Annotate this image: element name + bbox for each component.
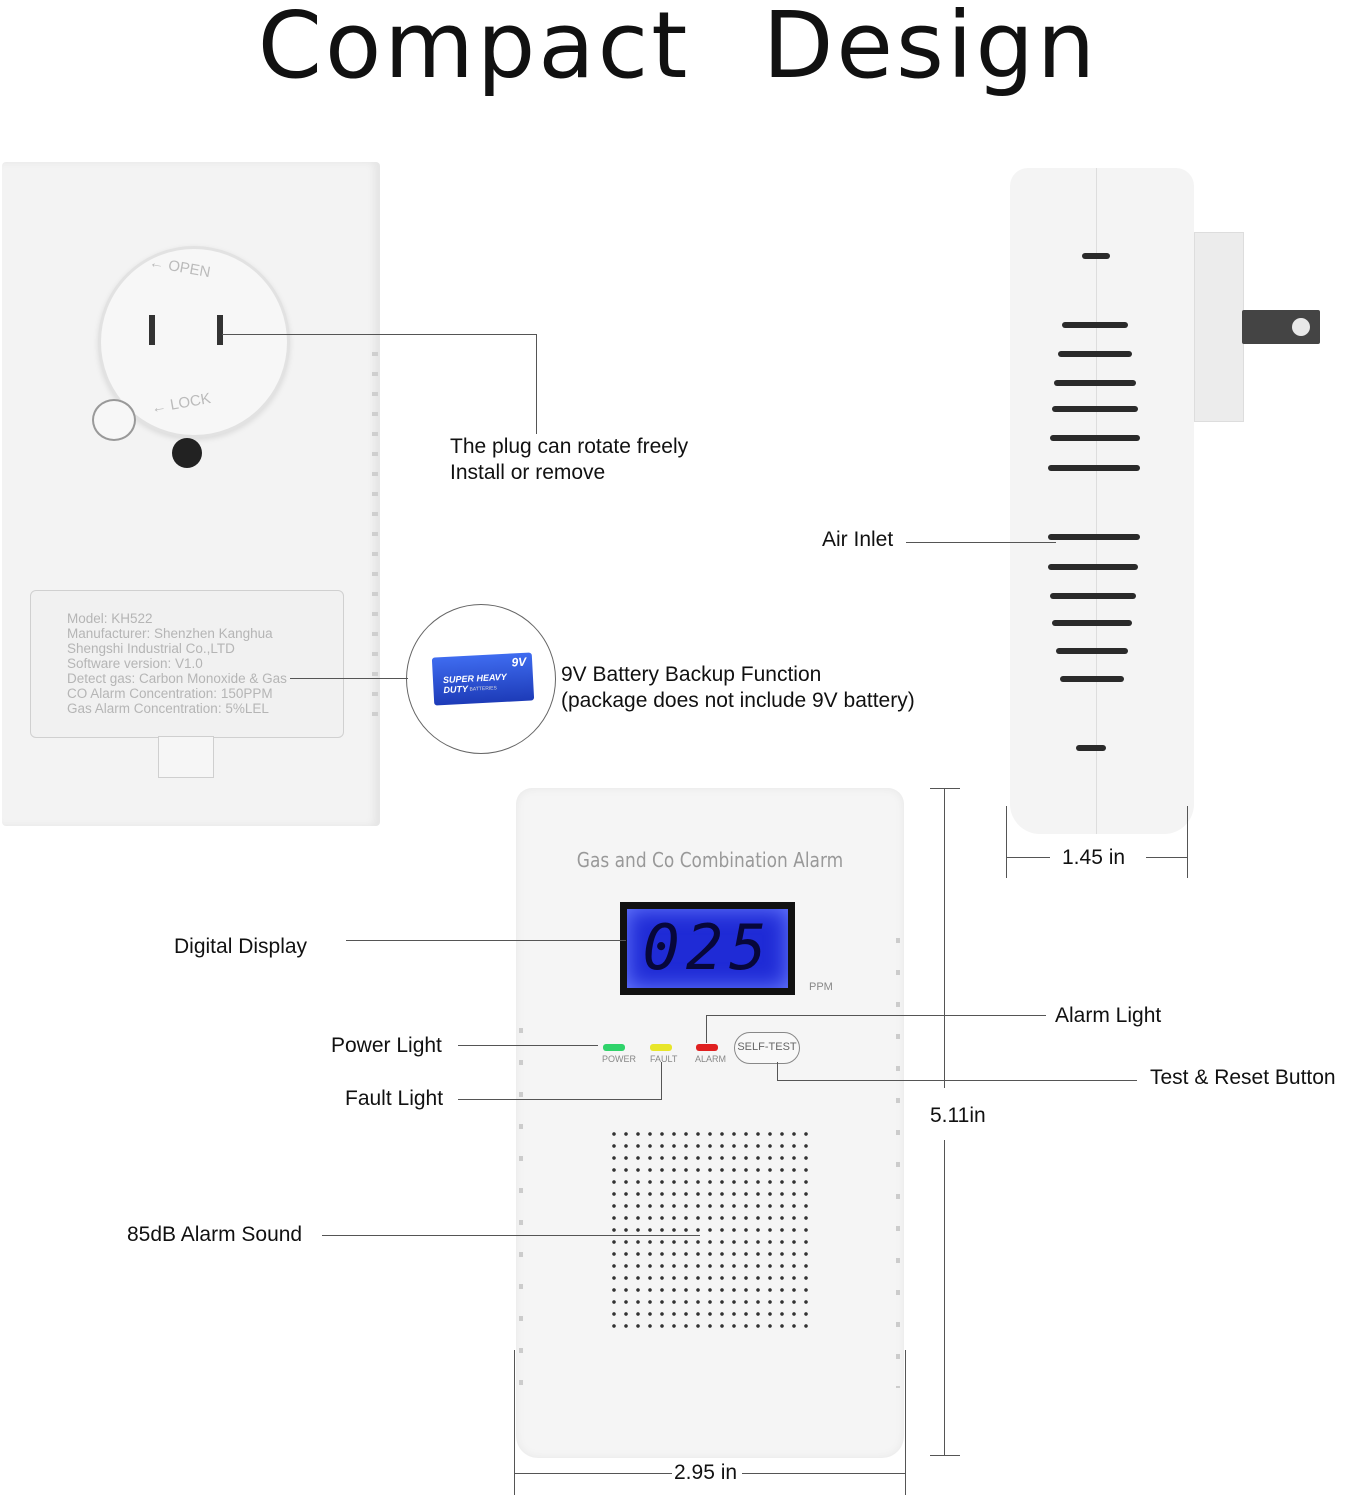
self-test-button[interactable]: SELF-TEST bbox=[734, 1032, 800, 1064]
air-inlet-label: Air Inlet bbox=[822, 528, 894, 551]
air-inlet-leader bbox=[906, 542, 1056, 543]
side-notches-left bbox=[519, 1028, 523, 1388]
side-plug-prong bbox=[1242, 310, 1320, 344]
power-led-label: POWER bbox=[602, 1054, 637, 1064]
spec-line: Shengshi Industrial Co.,LTD bbox=[67, 641, 235, 656]
side-plug-base bbox=[1194, 232, 1244, 422]
test-reset-leader-h bbox=[777, 1080, 1137, 1081]
fault-light-label: Fault Light bbox=[345, 1087, 444, 1110]
height-label: 5.11in bbox=[930, 1104, 986, 1127]
height-tick-bottom bbox=[930, 1455, 960, 1456]
fault-led-label: FAULT bbox=[650, 1054, 678, 1064]
vent-slot bbox=[1050, 435, 1140, 441]
width-line-right bbox=[742, 1473, 905, 1474]
spec-line: Gas Alarm Concentration: 5%LEL bbox=[67, 701, 269, 716]
vent-slot bbox=[1050, 593, 1136, 599]
width-tick-right bbox=[905, 1350, 906, 1495]
spec-label-text: Model: KH522 Manufacturer: Shenzhen Kang… bbox=[67, 611, 287, 716]
battery-voltage: 9V bbox=[511, 654, 527, 670]
fault-light-leader-h bbox=[458, 1099, 662, 1100]
width-line-left bbox=[514, 1473, 672, 1474]
height-line-top bbox=[944, 788, 945, 1088]
spec-line: CO Alarm Concentration: 150PPM bbox=[67, 686, 273, 701]
plug-prong-right bbox=[217, 315, 223, 345]
test-reset-label: Test & Reset Button bbox=[1150, 1066, 1336, 1089]
spec-line: Model: KH522 bbox=[67, 611, 153, 626]
battery-leader bbox=[290, 678, 408, 679]
test-reset-leader-v bbox=[777, 1062, 778, 1080]
side-view bbox=[1010, 168, 1194, 834]
vent-slot bbox=[1048, 564, 1138, 570]
spec-label: Model: KH522 Manufacturer: Shenzhen Kang… bbox=[30, 590, 344, 738]
alarm-led bbox=[696, 1044, 718, 1051]
vent-slot bbox=[1052, 406, 1138, 412]
page-title: Compact Design bbox=[257, 0, 1099, 99]
vent-slot bbox=[1048, 465, 1140, 471]
plug-callout-line1: The plug can rotate freely bbox=[450, 435, 689, 458]
battery-circle: 9V SUPER HEAVY DUTY BATTERIES bbox=[406, 604, 556, 754]
depth-label: 1.45 in bbox=[1062, 846, 1126, 869]
plug-prong-left bbox=[149, 315, 155, 345]
alarm-light-leader-v bbox=[706, 1015, 707, 1043]
dial-lock-text: ← LOCK bbox=[149, 389, 213, 418]
plug-leader-v bbox=[536, 334, 537, 434]
dial-open-text: ← OPEN bbox=[147, 253, 212, 282]
digital-display: 025 bbox=[620, 902, 795, 995]
battery-callout-line1: 9V Battery Backup Function bbox=[561, 663, 822, 686]
fault-light-leader-v bbox=[661, 1062, 662, 1099]
spec-line: Software version: V1.0 bbox=[67, 656, 203, 671]
vent-slot bbox=[1062, 322, 1128, 328]
screw-hole bbox=[172, 438, 202, 468]
spec-line: Detect gas: Carbon Monoxide & Gas bbox=[67, 671, 287, 686]
vent-slot bbox=[1082, 253, 1110, 259]
height-line-bottom bbox=[944, 1140, 945, 1455]
product-name: Gas and Co Combination Alarm bbox=[576, 848, 844, 872]
vent-slot bbox=[1052, 620, 1132, 626]
side-ribs bbox=[372, 352, 378, 732]
battery-callout-line2: (package does not include 9V battery) bbox=[561, 689, 915, 712]
alarm-light-label: Alarm Light bbox=[1055, 1004, 1162, 1027]
battery-9v: 9V SUPER HEAVY DUTY BATTERIES bbox=[431, 652, 535, 706]
front-panel: Gas and Co Combination Alarm 025 PPM POW… bbox=[516, 788, 904, 1458]
vent-slot bbox=[1058, 351, 1132, 357]
depth-tick-left bbox=[1006, 806, 1007, 878]
vent-slot bbox=[1076, 745, 1106, 751]
width-tick-left bbox=[514, 1350, 515, 1495]
alarm-sound-leader bbox=[322, 1235, 700, 1236]
power-light-leader bbox=[458, 1045, 598, 1046]
width-label: 2.95 in bbox=[674, 1461, 738, 1484]
depth-line-left bbox=[1006, 857, 1050, 858]
alarm-led-label: ALARM bbox=[695, 1054, 727, 1064]
digital-display-leader bbox=[346, 940, 626, 941]
vent-slot bbox=[1048, 534, 1140, 540]
side-seam bbox=[1096, 168, 1097, 834]
digital-display-label: Digital Display bbox=[174, 935, 308, 958]
height-tick-top bbox=[930, 788, 960, 789]
plug-callout-line2: Install or remove bbox=[450, 461, 606, 484]
plug-leader-h bbox=[222, 334, 537, 335]
display-value: 025 bbox=[642, 911, 773, 984]
vent-slot bbox=[1060, 676, 1124, 682]
back-panel: ← OPEN ← LOCK Model: KH522 Manufacturer:… bbox=[2, 162, 380, 826]
alarm-light-leader-h bbox=[706, 1015, 1046, 1016]
depth-tick-right bbox=[1187, 806, 1188, 878]
fault-led bbox=[650, 1044, 672, 1051]
self-test-label: SELF-TEST bbox=[737, 1041, 797, 1053]
release-tab bbox=[92, 399, 136, 441]
vent-slot bbox=[1054, 380, 1136, 386]
speaker-grille bbox=[608, 1128, 808, 1328]
alarm-sound-label: 85dB Alarm Sound bbox=[127, 1223, 303, 1246]
power-led bbox=[603, 1044, 625, 1051]
spec-line: Manufacturer: Shenzhen Kanghua bbox=[67, 626, 273, 641]
display-unit: PPM bbox=[809, 981, 833, 993]
side-notches-right bbox=[896, 938, 900, 1388]
power-light-label: Power Light bbox=[331, 1034, 442, 1057]
battery-door-latch bbox=[158, 736, 214, 778]
prong-hole bbox=[1292, 318, 1310, 336]
vent-slot bbox=[1056, 648, 1128, 654]
depth-line-right bbox=[1146, 857, 1187, 858]
